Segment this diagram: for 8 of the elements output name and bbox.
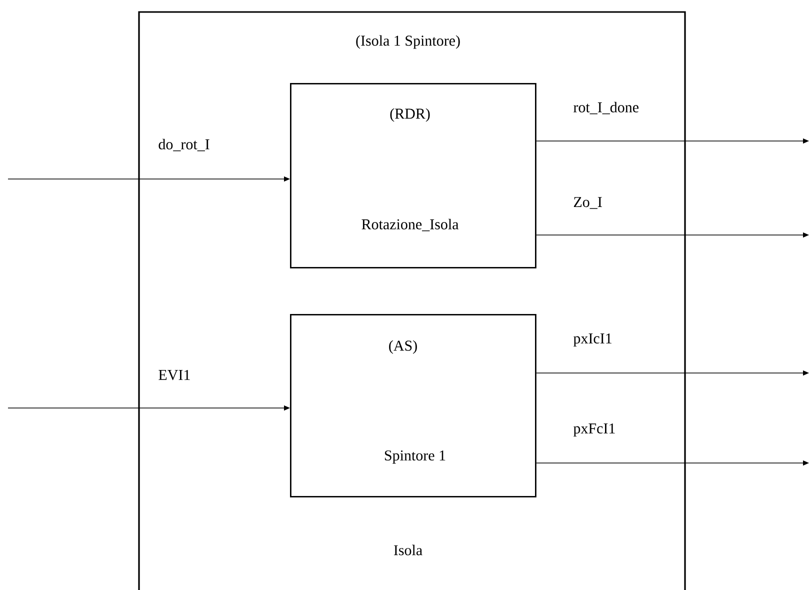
edge-label: do_rot_I xyxy=(158,138,210,152)
process-box: (RDR) Rotazione_Isola xyxy=(290,83,536,268)
process-box: (AS) Spintore 1 xyxy=(290,314,536,498)
edge-label: EVI1 xyxy=(158,370,190,380)
edge-label: pxIcI1 xyxy=(573,333,612,347)
edge-label: Zo_I xyxy=(574,197,602,209)
edge-label: pxFcI1 xyxy=(573,423,615,437)
edge-label: rot_I_done xyxy=(574,102,638,114)
